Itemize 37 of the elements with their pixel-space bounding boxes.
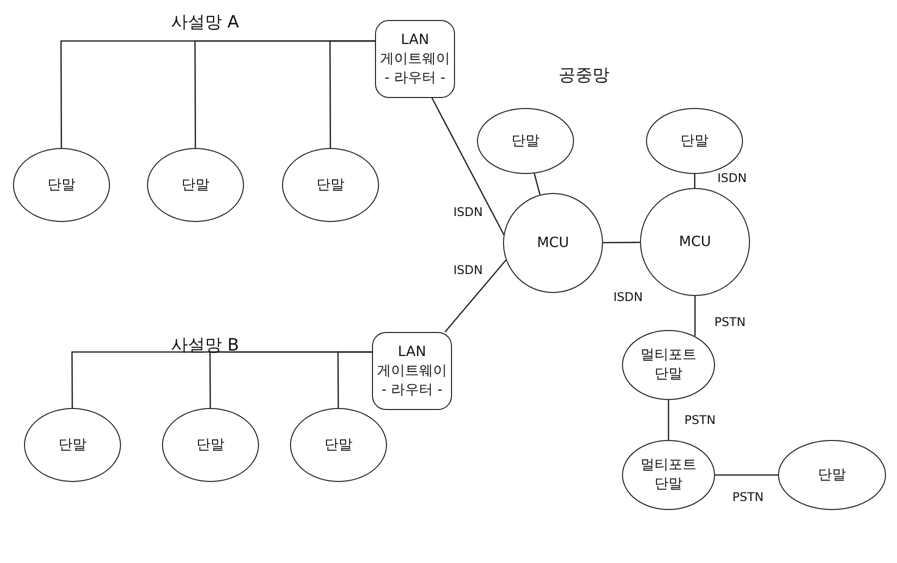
node-label: 단말 (818, 466, 846, 484)
node-label: 단말 (196, 436, 224, 454)
connector-line (694, 174, 696, 188)
node-label: 단말 (48, 176, 76, 194)
connector-line (329, 40, 375, 148)
gateway-box (372, 332, 452, 410)
connector-line (694, 296, 696, 336)
connector-line (715, 474, 778, 476)
node-label: MCU (678, 232, 712, 252)
network-label: 공중망 (558, 64, 610, 86)
node-label: 멀티포트 단말 (640, 346, 698, 384)
network-label: 사설망 B (170, 334, 240, 356)
node-label: 단말 (316, 176, 344, 194)
connector-line (668, 400, 670, 440)
node-label: 단말 (324, 436, 352, 454)
connector-line (603, 242, 640, 244)
connector-line (534, 173, 541, 195)
edge-label: ISDN (612, 290, 644, 304)
edge-label: PSTN (683, 413, 717, 427)
connector-line (431, 98, 505, 236)
edge-label: ISDN (716, 171, 748, 185)
edge-label: ISDN (452, 263, 484, 277)
connector-line (444, 260, 506, 332)
network-label: 사설망 A (170, 12, 240, 34)
node-label: MCU (536, 234, 570, 252)
node-label: LAN 게이트웨이 - 라우터 - (377, 342, 447, 400)
node-label: 단말 (512, 132, 540, 150)
edge-label: PSTN (713, 315, 747, 329)
node-label: LAN 게이트웨이 - 라우터 - (380, 30, 450, 88)
node-label: 단말 (58, 436, 86, 454)
edge-label: PSTN (731, 490, 765, 504)
edge-label: ISDN (452, 205, 484, 219)
gateway-box (375, 20, 455, 98)
node-label: 단말 (182, 176, 210, 194)
node-label: 단말 (680, 132, 708, 150)
node-label: 멀티포트 단말 (640, 456, 698, 494)
connector-line (337, 351, 372, 408)
